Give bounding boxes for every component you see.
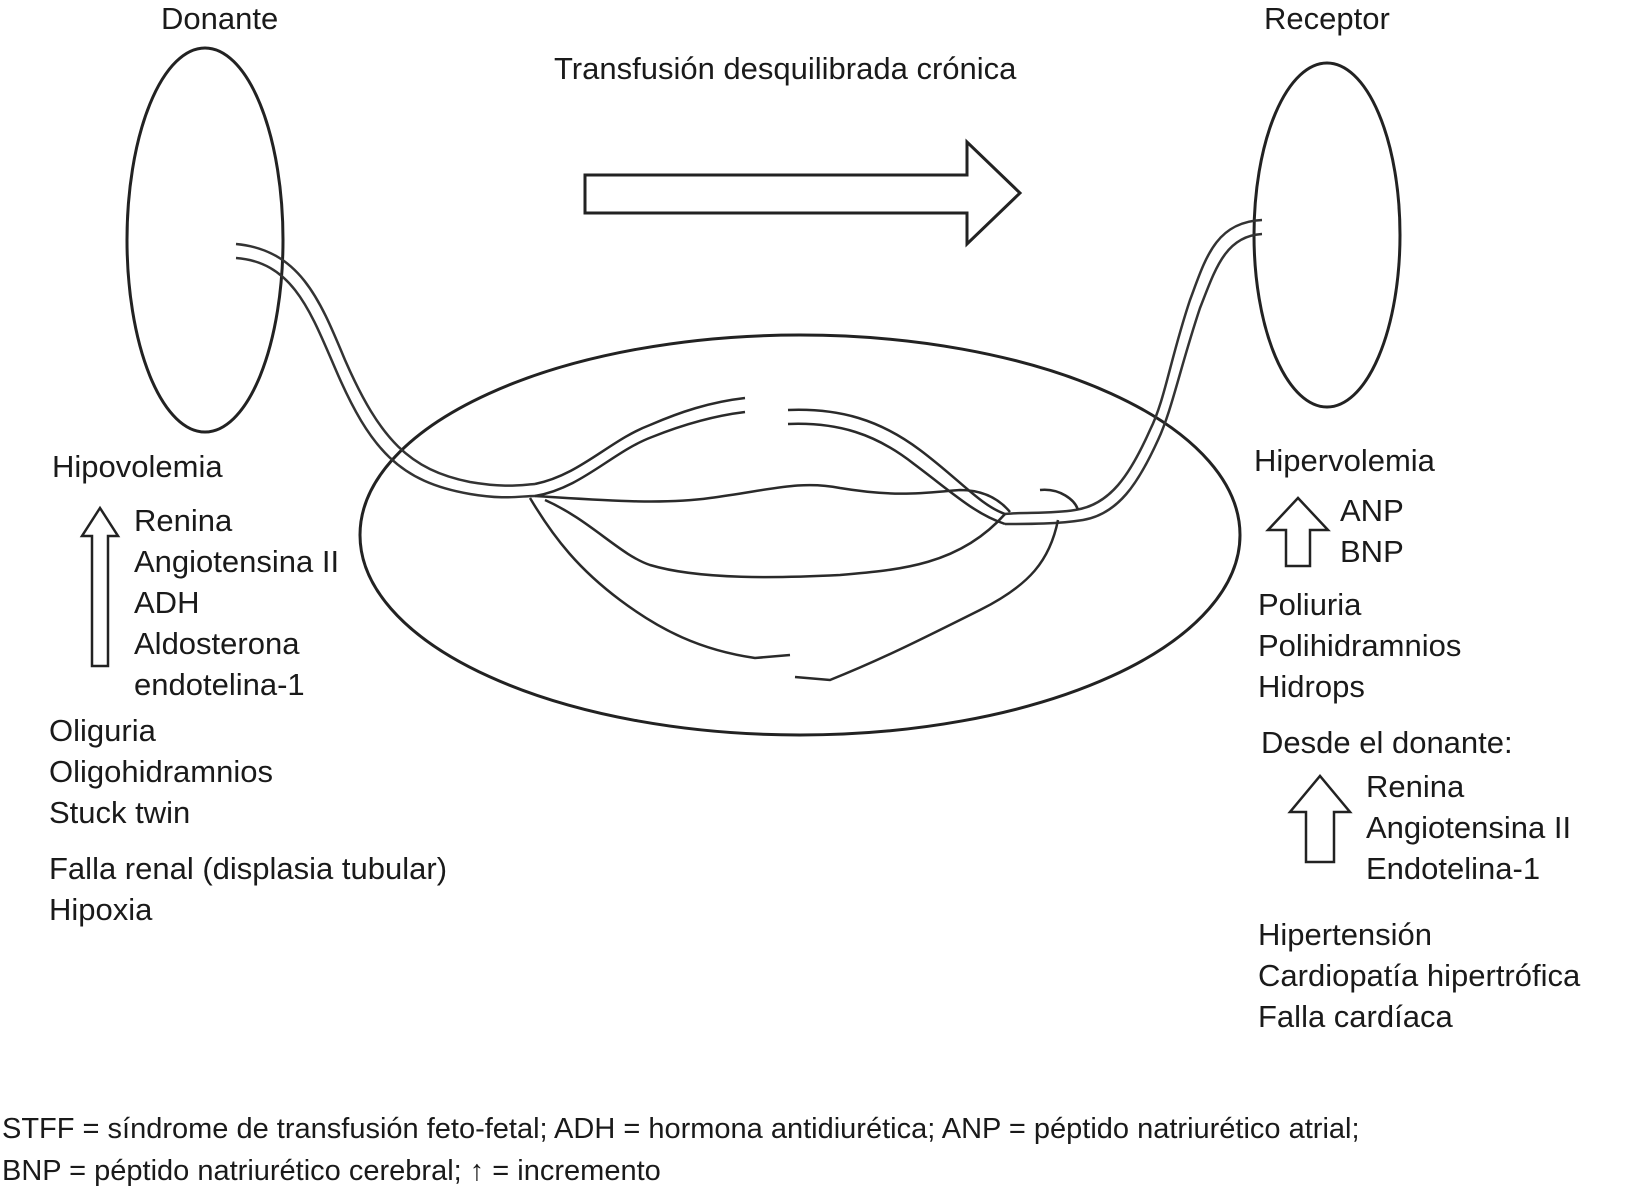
recipient-effect: Polihidramnios — [1258, 628, 1462, 663]
donor-hormone: Renina — [134, 503, 233, 538]
recipient-effect: Hidrops — [1258, 669, 1365, 704]
placental-vessel-lower-right — [794, 519, 1060, 682]
from-donor-hormone-list: Renina Angiotensina II Endotelina-1 — [1366, 766, 1571, 889]
donor-umbilical-cord — [235, 242, 536, 487]
footnote-line-2: BNP = péptido natriurético cerebral; ↑ =… — [2, 1155, 661, 1187]
from-donor-hormone: Angiotensina II — [1366, 810, 1572, 845]
donor-state: Hipovolemia — [52, 449, 223, 484]
recipient-hormone-list: ANP BNP — [1340, 490, 1404, 572]
donor-fetus-shape — [125, 46, 285, 434]
placental-vessel-lower-left — [528, 497, 791, 660]
donor-effect-list: Oliguria Oligohidramnios Stuck twin — [49, 710, 273, 833]
recipient-complication: Cardiopatía hipertrófica — [1258, 958, 1581, 993]
placenta-shape — [358, 333, 1242, 737]
donor-complication: Hipoxia — [49, 892, 153, 927]
recipient-state: Hipervolemia — [1254, 443, 1435, 478]
donor-hormone: Aldosterona — [134, 626, 300, 661]
transfusion-label: Transfusión desquilibrada crónica — [554, 51, 1017, 86]
donor-effect: Oliguria — [49, 713, 156, 748]
recipient-complication: Falla cardíaca — [1258, 999, 1453, 1034]
donor-title: Donante — [161, 1, 279, 36]
recipient-umbilical-cord — [1004, 218, 1263, 516]
recipient-increase-arrow-icon — [1265, 496, 1331, 568]
placental-anastomosis-inner — [544, 498, 1006, 579]
donor-effect: Oligohidramnios — [49, 754, 273, 789]
from-donor-hormone: Endotelina-1 — [1366, 851, 1541, 886]
recipient-complication-list: Hipertensión Cardiopatía hipertrófica Fa… — [1258, 914, 1580, 1037]
recipient-complication: Hipertensión — [1258, 917, 1433, 952]
recipient-effect-list: Poliuria Polihidramnios Hidrops — [1258, 584, 1461, 707]
placental-vessel-middle — [534, 483, 1011, 513]
donor-effect: Stuck twin — [49, 795, 191, 830]
recipient-hormone: BNP — [1340, 534, 1404, 569]
from-donor-label: Desde el donante: — [1261, 725, 1513, 760]
transfusion-arrow-icon — [583, 138, 1023, 248]
recipient-title: Receptor — [1264, 1, 1390, 36]
recipient-effect: Poliuria — [1258, 587, 1362, 622]
placental-vessel-upper — [534, 396, 746, 486]
from-donor-hormone: Renina — [1366, 769, 1465, 804]
donor-hormone: ADH — [134, 585, 200, 620]
donor-hormone: Angiotensina II — [134, 544, 340, 579]
recipient-fetus-shape — [1252, 61, 1402, 409]
donor-complication-list: Falla renal (displasia tubular) Hipoxia — [49, 848, 447, 930]
donor-hormone: endotelina-1 — [134, 667, 305, 702]
donor-hormone-list: Renina Angiotensina II ADH Aldosterona e… — [134, 500, 339, 705]
recipient-hormone: ANP — [1340, 493, 1404, 528]
donor-increase-arrow-icon — [79, 505, 121, 668]
from-donor-increase-arrow-icon — [1287, 774, 1353, 864]
footnote-line-1: STFF = síndrome de transfusión feto-feta… — [2, 1113, 1360, 1145]
donor-complication: Falla renal (displasia tubular) — [49, 851, 448, 886]
